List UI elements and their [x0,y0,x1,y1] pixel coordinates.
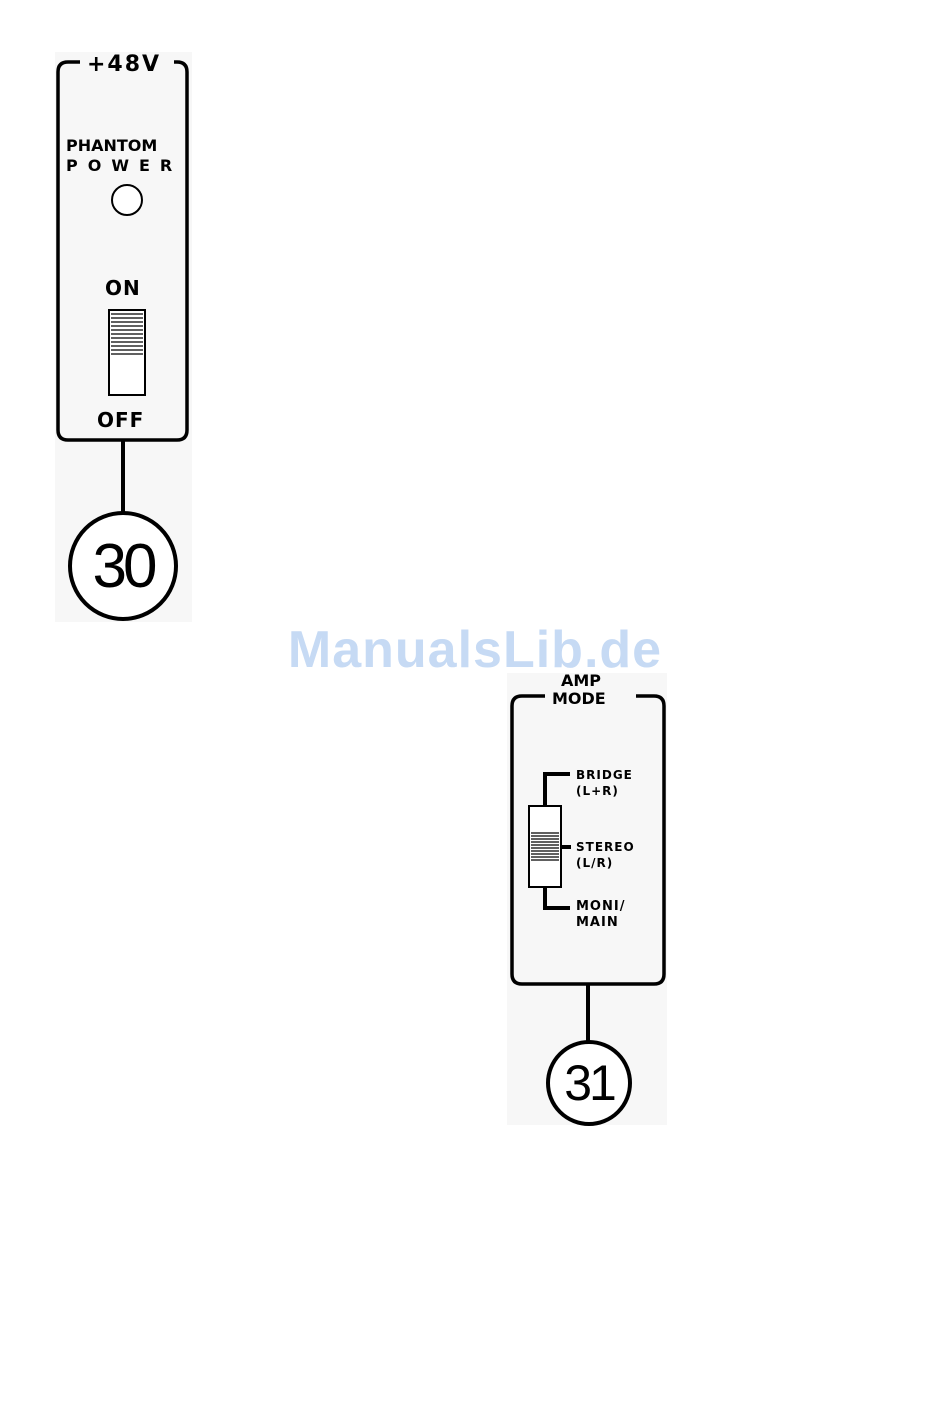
watermark: ManualsLib.de [0,620,950,680]
phantom-on-label: ON [105,278,141,298]
callout-30: 30 [68,511,178,621]
amp-mode-moni-line2: MAIN [576,916,619,929]
phantom-title-line2: POWER [66,158,182,174]
amp-mode-stereo-line2: (L/R) [576,857,613,869]
amp-mode-moni-line1: MONI/ [576,900,625,913]
amp-mode-title-line2: MODE [552,691,606,707]
phantom-voltage-label: +48V [87,54,161,76]
amp-mode-title-line1: AMP [561,673,601,689]
amp-mode-switch-body [529,806,561,887]
phantom-off-label: OFF [97,410,144,430]
phantom-led-indicator [112,185,142,215]
amp-mode-moni-bracket [545,887,570,908]
amp-mode-bridge-bracket [545,774,570,805]
amp-mode-bridge-line2: (L+R) [576,785,619,797]
phantom-title-line1: PHANTOM [66,138,157,154]
callout-31: 31 [546,1040,632,1126]
phantom-switch-body [109,310,145,395]
amp-mode-stereo-line1: STEREO [576,841,635,853]
amp-mode-bridge-line1: BRIDGE [576,769,633,781]
